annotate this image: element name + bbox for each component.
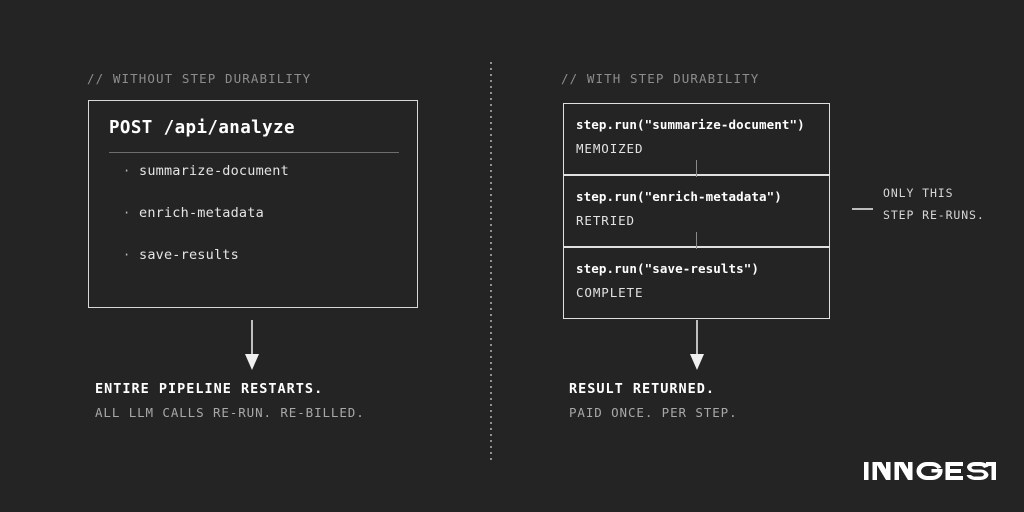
monolith-step-list: · summarize-document · enrich-metadata ·… (123, 163, 403, 289)
step-connector-line (696, 232, 698, 249)
annotation-leader-line (852, 208, 873, 210)
vertical-dotted-divider (490, 62, 492, 461)
monolith-request-box: POST /api/analyze · summarize-document ·… (88, 100, 418, 308)
caption-primary-line: ENTIRE PIPELINE RESTARTS. (95, 381, 324, 397)
step-connector-line (696, 160, 698, 177)
step-card-code: step.run("summarize-document") (576, 117, 805, 132)
right-outcome-caption: RESULT RETURNED. PAID ONCE. PER STEP. (569, 381, 738, 420)
down-arrow-icon (690, 320, 704, 370)
step-card-code: step.run("enrich-metadata") (576, 189, 782, 204)
down-arrow-icon (245, 320, 259, 370)
inngest-wordmark-icon (864, 461, 996, 481)
list-item-label: enrich-metadata (139, 205, 264, 221)
list-item: · save-results (123, 247, 403, 289)
caption-secondary-line: PAID ONCE. PER STEP. (569, 405, 738, 420)
status-badge: RETRIED (576, 213, 635, 228)
list-item-label: summarize-document (139, 163, 289, 179)
inngest-logo (864, 458, 996, 484)
left-panel-header: // WITHOUT STEP DURABILITY (87, 71, 312, 86)
right-panel-header: // WITH STEP DURABILITY (561, 71, 760, 86)
left-outcome-caption: ENTIRE PIPELINE RESTARTS. ALL LLM CALLS … (95, 381, 365, 420)
step-card: step.run("save-results") COMPLETE (563, 247, 830, 319)
list-item: · enrich-metadata (123, 205, 403, 247)
annotation-line: ONLY THIS (883, 186, 954, 200)
status-badge: MEMOIZED (576, 141, 644, 156)
status-badge: COMPLETE (576, 285, 644, 300)
bullet-icon: · (123, 248, 131, 262)
caption-secondary-line: ALL LLM CALLS RE-RUN. RE-BILLED. (95, 405, 365, 420)
bullet-icon: · (123, 206, 131, 220)
list-item-label: save-results (139, 247, 239, 263)
monolith-title-divider (109, 152, 399, 154)
bullet-icon: · (123, 164, 131, 178)
list-item: · summarize-document (123, 163, 403, 205)
step-card-code: step.run("save-results") (576, 261, 760, 276)
monolith-title: POST /api/analyze (109, 118, 295, 138)
caption-primary-line: RESULT RETURNED. (569, 381, 716, 397)
annotation-line: STEP RE-RUNS. (883, 208, 985, 222)
